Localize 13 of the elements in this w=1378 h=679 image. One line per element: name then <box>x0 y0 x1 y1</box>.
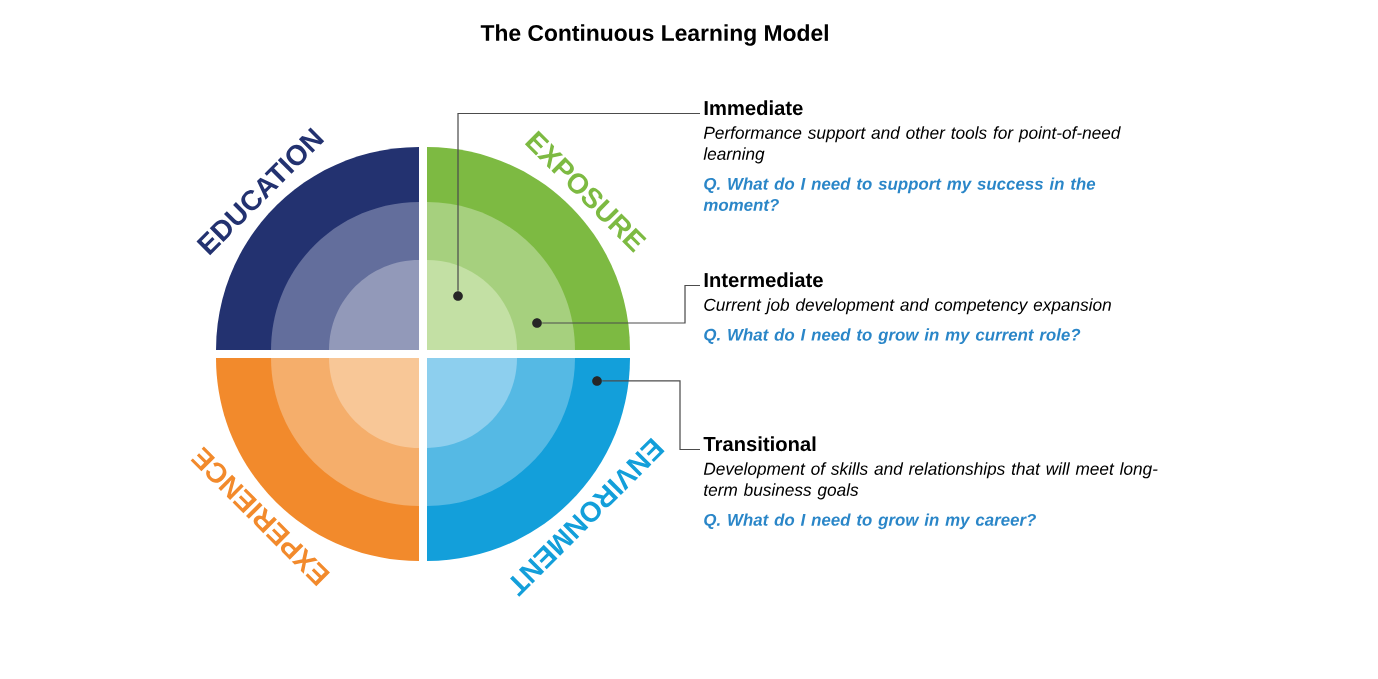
description: Current job development and competency expansion <box>704 298 1111 315</box>
title: The Continuous Learning Model <box>480 24 828 46</box>
heading: Intermediate <box>704 272 823 288</box>
heading: Transitional <box>703 436 816 452</box>
leader-line <box>541 284 701 324</box>
description: Development of skills and relationships that will meet long-term business goals <box>703 462 1158 500</box>
question: Q. What do I need to support my success in the moment? <box>703 177 1096 211</box>
heading: Immediate <box>704 100 803 116</box>
description: Performance support and other tools for point-of-need learning <box>703 126 1121 164</box>
question: Q. What do I need to grow in my current role? <box>704 328 1081 345</box>
leader-line <box>601 380 701 451</box>
question: Q. What do I need to grow in my career? <box>704 513 1036 530</box>
leader-line <box>457 112 701 292</box>
